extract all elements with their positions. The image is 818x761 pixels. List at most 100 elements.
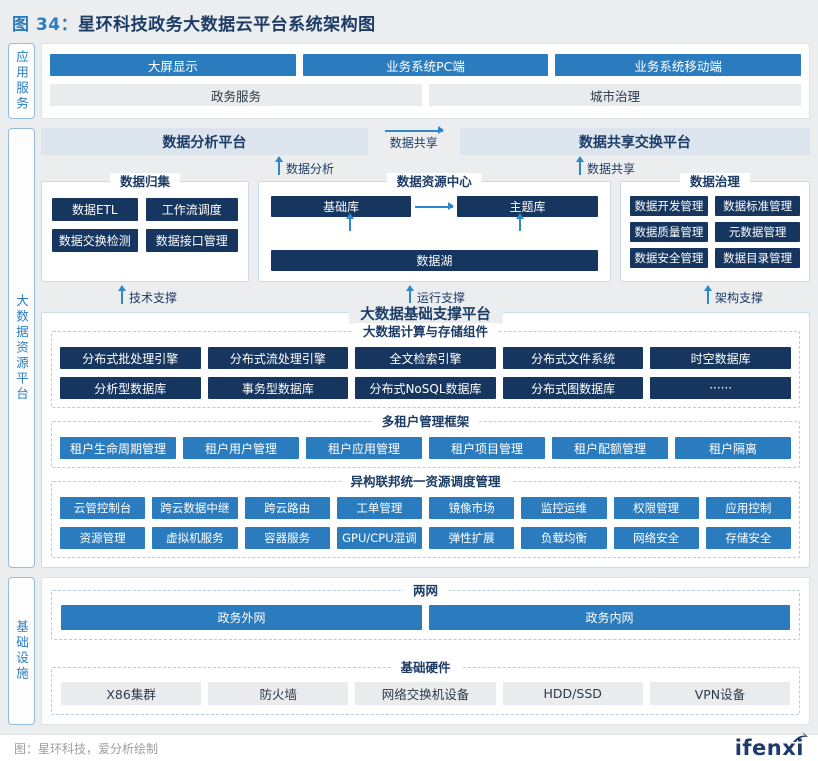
group-data-governance-title: 数据治理	[679, 173, 750, 190]
group-data-collection-title: 数据归集	[109, 173, 180, 190]
two-networks-title: 两网	[402, 582, 449, 599]
arrow-up-icon	[704, 285, 712, 304]
arrow-up-icon	[516, 213, 525, 231]
tech-support-label: 技术支撑	[129, 291, 178, 305]
block-load-balancing: 负载均衡	[521, 527, 607, 549]
compute-row-1: 分布式批处理引擎 分布式流处理引擎 全文检索引擎 分布式文件系统 时空数据库	[60, 347, 791, 369]
group-multi-tenant: 多租户管理框架 租户生命周期管理 租户用户管理 租户应用管理 租户项目管理 租户…	[51, 413, 800, 468]
block-tenant-quota-mgmt: 租户配额管理	[552, 437, 668, 459]
resource-center-top-row: 基础库 主题库	[270, 196, 598, 217]
block-data-exchange-detect: 数据交换检测	[52, 229, 138, 252]
group-data-governance: 数据治理 数据开发管理 数据标准管理 数据质量管理 元数据管理 数据安全管理 数…	[619, 173, 810, 282]
block-theme-library: 主题库	[457, 196, 598, 217]
banner-share-connector: 数据共享	[368, 126, 460, 155]
block-batch-engine: 分布式批处理引擎	[60, 347, 201, 369]
block-firewall: 防火墙	[208, 682, 349, 705]
compute-row-2: 分析型数据库 事务型数据库 分布式NoSQL数据库 分布式图数据库 ······	[60, 377, 791, 399]
app-services-side-label: 应用服务	[8, 43, 35, 119]
block-gov-extranet: 政务外网	[61, 605, 422, 630]
block-vm-service: 虚拟机服务	[152, 527, 238, 549]
arrow-up-icon	[576, 156, 584, 175]
basic-hardware-title: 基础硬件	[390, 659, 461, 676]
block-dfs: 分布式文件系统	[502, 347, 644, 369]
resource-center-arrows	[271, 213, 598, 250]
banner-flow-row: 数据分析 数据共享	[41, 156, 810, 181]
block-data-etl: 数据ETL	[52, 198, 138, 221]
resource-scheduling-title: 异构联邦统一资源调度管理	[340, 473, 511, 490]
banner-data-analysis-platform: 数据分析平台	[41, 128, 368, 155]
block-big-screen: 大屏显示	[50, 54, 296, 76]
group-data-resource-center: 数据资源中心 基础库 主题库 数据湖	[257, 173, 611, 282]
block-gov-service: 政务服务	[50, 84, 422, 106]
group-data-collection: 数据归集 数据ETL 工作流调度 数据交换检测 数据接口管理	[41, 173, 249, 282]
supports-row: 技术支撑 运行支撑 架构支撑	[41, 282, 810, 312]
block-nosql-db: 分布式NoSQL数据库	[355, 377, 496, 399]
data-governance-grid: 数据开发管理 数据标准管理 数据质量管理 元数据管理 数据安全管理 数据目录管理	[629, 196, 800, 268]
block-elastic-scaling: 弹性扩展	[429, 527, 515, 549]
banner-data-share-exchange-platform: 数据共享交换平台	[459, 128, 810, 155]
block-business-mobile: 业务系统移动端	[555, 54, 802, 76]
flow-analysis-label: 数据分析	[286, 162, 335, 176]
app-domains-row: 政务服务 城市治理	[50, 84, 801, 106]
block-storage-security: 存储安全	[705, 527, 791, 549]
block-data-catalog-mgmt: 数据目录管理	[715, 248, 800, 268]
group-two-networks: 两网 政务外网 政务内网	[51, 582, 800, 640]
block-workflow-scheduling: 工作流调度	[145, 198, 238, 221]
arrow-up-icon	[275, 156, 283, 175]
compute-storage-title: 大数据计算与存储组件	[352, 323, 499, 340]
group-compute-storage: 大数据计算与存储组件 分布式批处理引擎 分布式流处理引擎 全文检索引擎 分布式文…	[51, 323, 800, 408]
multi-tenant-title: 多租户管理框架	[371, 413, 480, 430]
block-cross-cloud-relay: 跨云数据中继	[152, 497, 238, 519]
block-network-security: 网络安全	[613, 527, 699, 549]
group-resource-scheduling: 异构联邦统一资源调度管理 云管控制台 跨云数据中继 跨云路由 工单管理 镜像市场…	[51, 473, 800, 558]
networks-row: 政务外网 政务内网	[61, 605, 790, 630]
block-graph-db: 分布式图数据库	[502, 377, 644, 399]
section-infrastructure: 基础设施 两网 政务外网 政务内网 基础硬件 X86集群 防火墙 网络交换机设备…	[8, 577, 810, 725]
block-hdd-ssd: HDD/SSD	[502, 682, 643, 705]
bigdata-support-platform-title: 大数据基础支撑平台	[348, 303, 503, 324]
section-app-services: 应用服务 大屏显示 业务系统PC端 业务系统移动端 政务服务 城市治理	[8, 43, 810, 119]
group-basic-hardware: 基础硬件 X86集群 防火墙 网络交换机设备 HDD/SSD VPN设备	[51, 659, 800, 715]
block-monitoring-ops: 监控运维	[521, 497, 607, 519]
figure-title: 图 34：星环科技政务大数据云平台系统架构图	[0, 0, 818, 43]
run-support-label: 运行支撑	[417, 291, 466, 305]
hardware-row: X86集群 防火墙 网络交换机设备 HDD/SSD VPN设备	[61, 682, 791, 705]
block-gpu-cpu-mix: GPU/CPU混调	[336, 527, 422, 549]
figure-name: 星环科技政务大数据云平台系统架构图	[78, 15, 376, 35]
group-data-resource-center-title: 数据资源中心	[386, 173, 482, 190]
block-transactional-db: 事务型数据库	[207, 377, 349, 399]
resource-platform-side-label: 大数据资源平台	[8, 128, 35, 568]
block-stream-engine: 分布式流处理引擎	[207, 347, 349, 369]
block-data-standard-mgmt: 数据标准管理	[715, 196, 800, 216]
block-metadata-mgmt: 元数据管理	[715, 222, 800, 242]
block-permission-mgmt: 权限管理	[613, 497, 699, 519]
block-base-library: 基础库	[270, 196, 412, 217]
block-app-control: 应用控制	[705, 497, 791, 519]
footer: 图：星环科技，爱分析绘制 ifenxi	[0, 732, 818, 761]
block-tenant-app-mgmt: 租户应用管理	[306, 437, 422, 459]
group-bigdata-support-platform: 大数据基础支撑平台 大数据计算与存储组件 分布式批处理引擎 分布式流处理引擎 全…	[41, 303, 810, 568]
block-tenant-lifecycle: 租户生命周期管理	[60, 437, 176, 459]
block-spatiotemporal-db: 时空数据库	[650, 347, 791, 369]
block-network-switch: 网络交换机设备	[355, 682, 496, 705]
scheduling-row-1: 云管控制台 跨云数据中继 跨云路由 工单管理 镜像市场 监控运维 权限管理 应用…	[60, 497, 791, 519]
arch-support-label: 架构支撑	[715, 291, 764, 305]
block-fulltext-engine: 全文检索引擎	[355, 347, 496, 369]
flow-run-support: 运行支撑	[406, 285, 466, 306]
arrow-right-icon	[415, 201, 455, 210]
block-x86-cluster: X86集群	[61, 682, 202, 705]
arrow-up-icon	[346, 213, 355, 231]
ifenxi-logo: ifenxi	[735, 732, 808, 760]
block-ellipsis: ······	[650, 377, 791, 399]
arrow-right-icon	[384, 126, 444, 134]
block-city-governance: 城市治理	[429, 84, 801, 106]
flow-share-label: 数据共享	[587, 162, 636, 176]
block-analytical-db: 分析型数据库	[60, 377, 201, 399]
section-resource-platform: 大数据资源平台 数据分析平台 数据共享 数据共享交换平台 数据分析 数据共享	[8, 126, 810, 568]
block-ticket-mgmt: 工单管理	[336, 497, 422, 519]
block-image-market: 镜像市场	[429, 497, 515, 519]
block-cross-cloud-routing: 跨云路由	[244, 497, 330, 519]
block-tenant-project-mgmt: 租户项目管理	[429, 437, 545, 459]
tenant-row: 租户生命周期管理 租户用户管理 租户应用管理 租户项目管理 租户配额管理 租户隔…	[60, 437, 791, 459]
app-services-panel: 大屏显示 业务系统PC端 业务系统移动端 政务服务 城市治理	[41, 43, 810, 119]
